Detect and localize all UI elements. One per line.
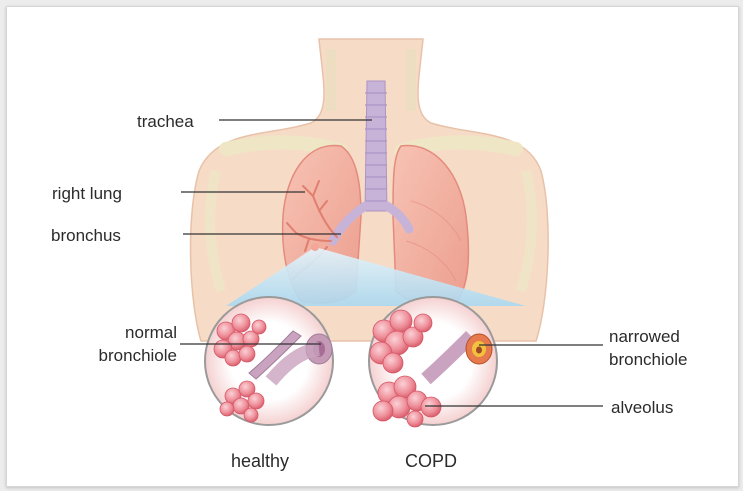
- label-right-lung: right lung: [52, 184, 122, 203]
- diagram-frame: trachea right lung bronchus normal bronc…: [6, 6, 739, 487]
- label-trachea: trachea: [137, 112, 194, 131]
- healthy-circle: [205, 297, 333, 425]
- label-normal-bronchiole-line1: normal: [67, 323, 177, 342]
- copd-circle: [369, 297, 497, 427]
- caption-healthy: healthy: [231, 452, 289, 471]
- label-narrowed-bronchiole-line2: bronchiole: [609, 350, 687, 369]
- label-normal-bronchiole: normal bronchiole: [67, 323, 177, 365]
- label-bronchus: bronchus: [51, 226, 121, 245]
- trachea-shape: [365, 81, 387, 211]
- label-normal-bronchiole-line2: bronchiole: [67, 346, 177, 365]
- label-narrowed-bronchiole-line1: narrowed: [609, 327, 687, 346]
- label-alveolus: alveolus: [611, 398, 673, 417]
- label-narrowed-bronchiole: narrowed bronchiole: [609, 327, 687, 369]
- caption-copd: COPD: [405, 452, 457, 471]
